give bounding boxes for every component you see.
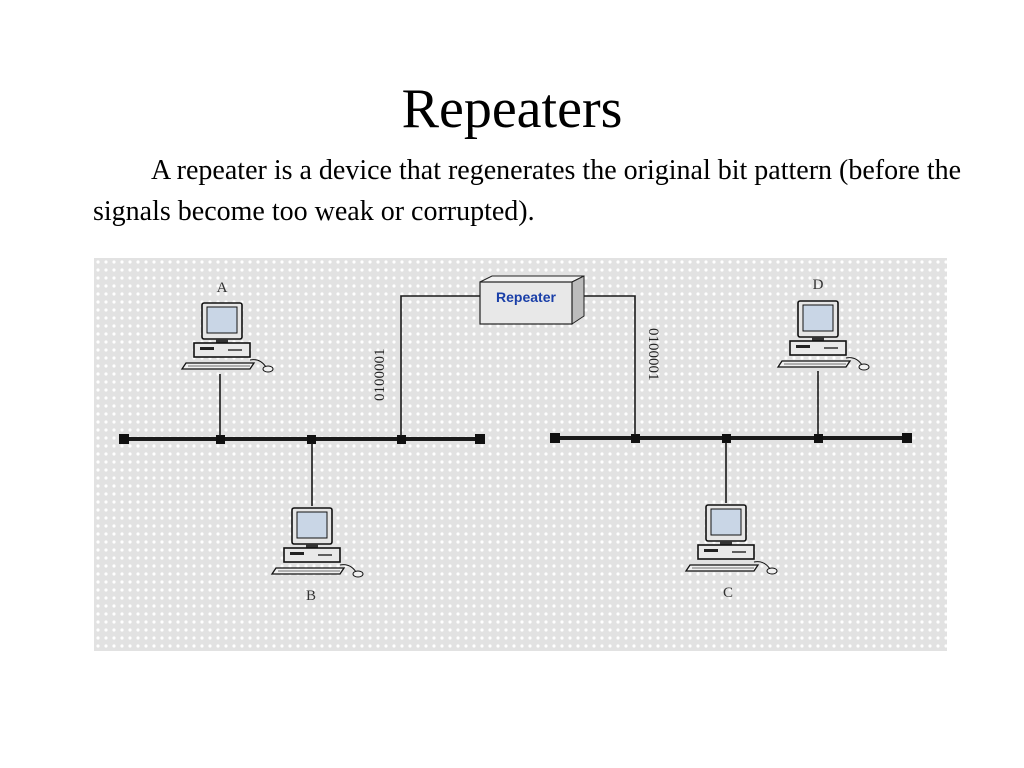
tap-repeater-right <box>631 434 640 443</box>
repeater-device: Repeater <box>479 275 585 325</box>
right-terminator-end <box>902 433 912 443</box>
station-c: C <box>685 504 778 601</box>
repeater-box <box>479 281 573 325</box>
right-segment: 0100001 <box>550 295 912 503</box>
diagram-svg: 0100001 0100001 Repeater <box>94 258 947 651</box>
station-d: D <box>777 277 870 371</box>
repeater-label: Repeater <box>496 289 556 305</box>
cable-left-to-repeater <box>400 295 482 436</box>
station-a-label: A <box>217 280 228 296</box>
station-d-label: D <box>813 277 824 293</box>
bits-right-label: 0100001 <box>645 328 661 381</box>
left-terminator-end <box>475 434 485 444</box>
station-c-label: C <box>723 585 733 601</box>
left-segment: 0100001 <box>119 295 485 506</box>
bits-left-label: 0100001 <box>372 349 388 402</box>
slide-title: Repeaters <box>401 78 623 140</box>
station-b-label: B <box>306 588 316 604</box>
cable-right-to-repeater <box>584 295 636 435</box>
repeater-diagram: 0100001 0100001 Repeater <box>94 258 947 651</box>
tap-b <box>307 435 316 444</box>
station-b: B <box>271 507 364 604</box>
slide-body-text: A repeater is a device that regenerates … <box>93 155 962 227</box>
station-a: A <box>181 280 274 373</box>
left-terminator-start <box>119 434 129 444</box>
right-terminator-start <box>550 433 560 443</box>
tap-d <box>814 434 823 443</box>
tap-repeater-left <box>397 435 406 444</box>
tap-c <box>722 434 731 443</box>
tap-a <box>216 435 225 444</box>
